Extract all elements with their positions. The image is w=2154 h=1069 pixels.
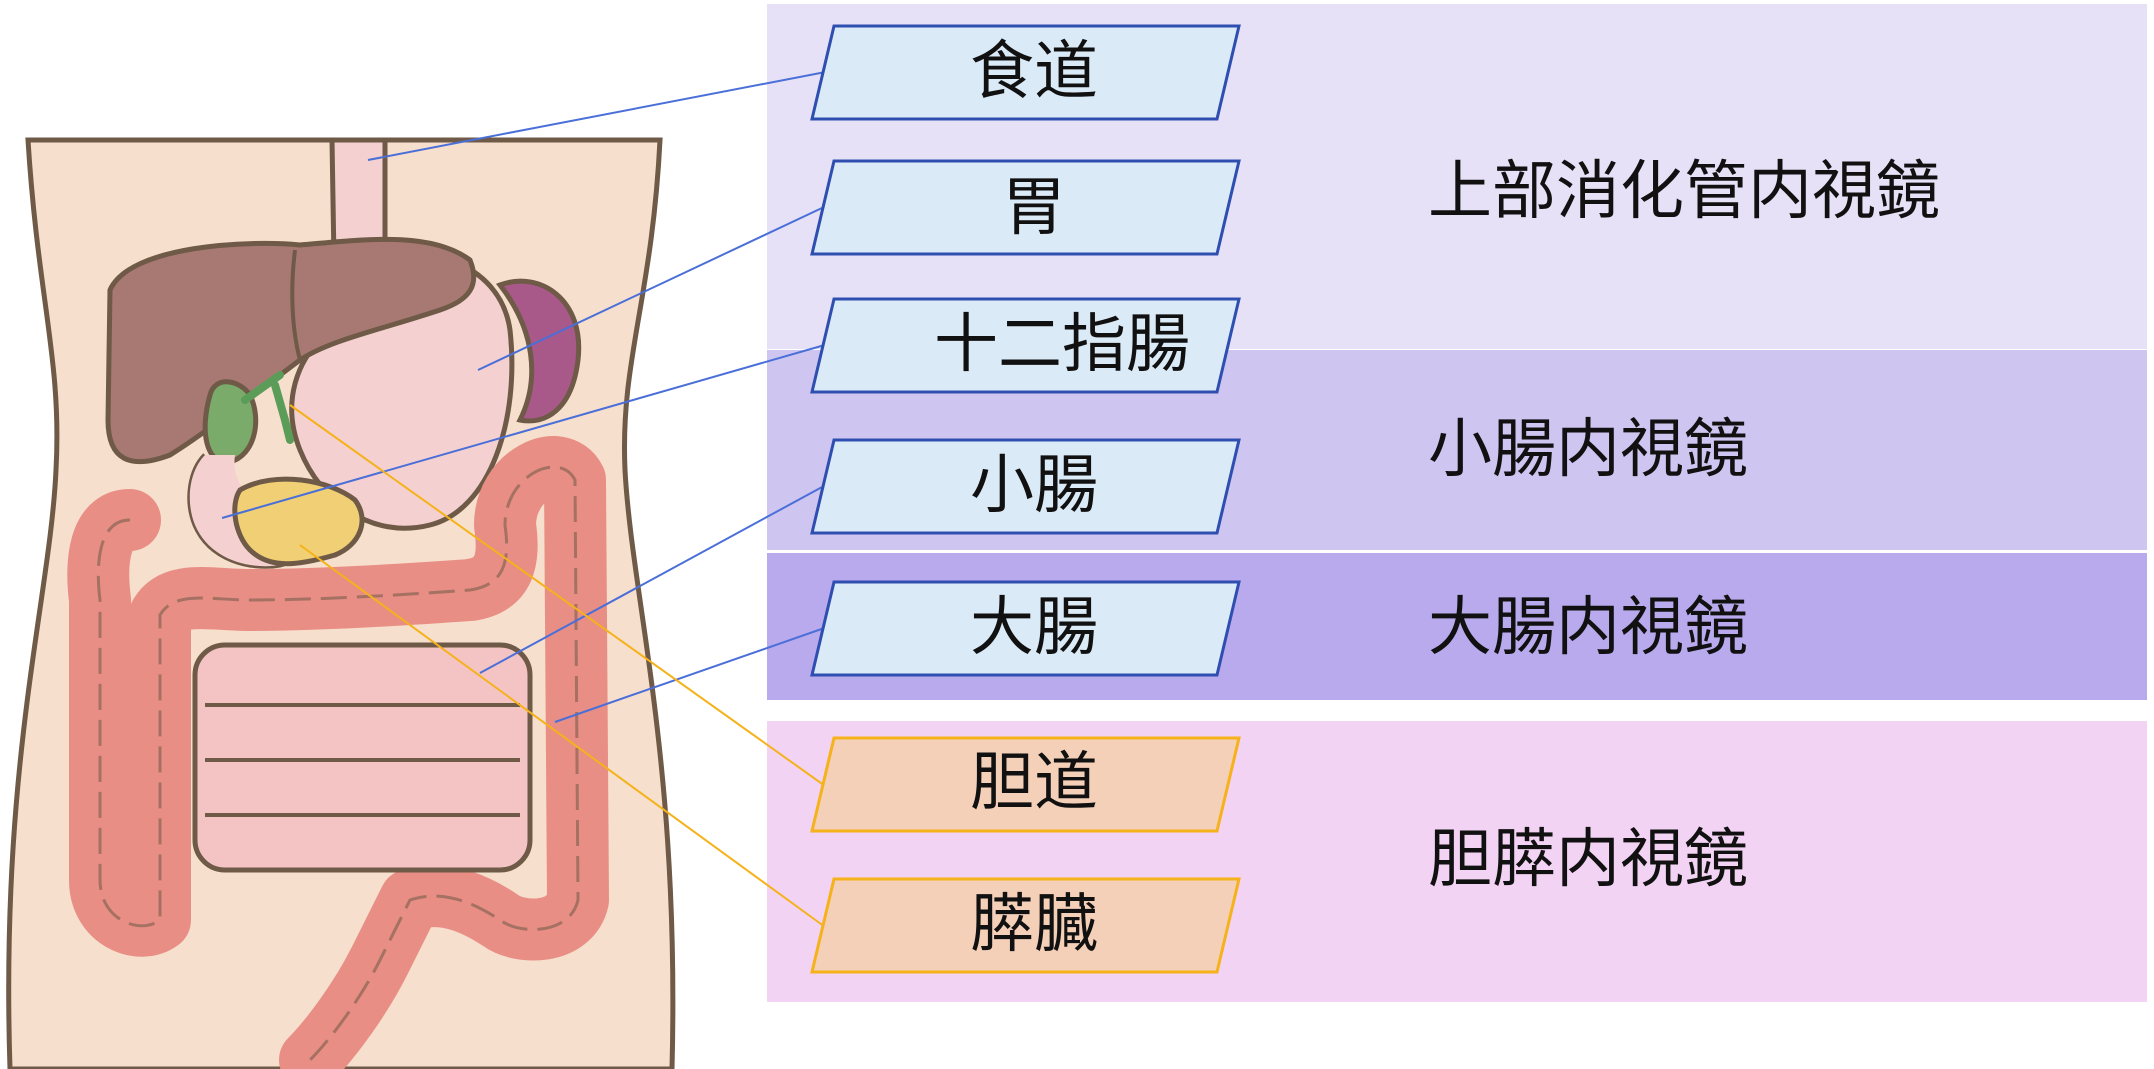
small-intestine-endoscopy-label: 小腸内視鏡: [1428, 413, 1748, 487]
large-intestine-label: 大腸: [970, 591, 1098, 665]
large-intestine-box: [810, 580, 1241, 677]
bile-duct-box: [810, 736, 1241, 833]
duodenum-label: 十二指腸: [934, 308, 1190, 382]
upper-gi-endoscopy-label: 上部消化管内視鏡: [1428, 155, 1940, 229]
liver-shape: [105, 236, 477, 465]
liver-division: [290, 249, 302, 361]
leader-lines: [221, 71, 824, 927]
label-boxes: [810, 24, 1241, 974]
large-intestine-leader-line: [554, 627, 824, 723]
pancreas-label: 膵臓: [970, 888, 1098, 962]
bile-duct-label: 胆道: [970, 746, 1098, 820]
esophagus-leader-line: [367, 71, 824, 161]
pancreas-leader-line: [299, 544, 824, 927]
colonoscopy-label: 大腸内視鏡: [1428, 591, 1748, 665]
stomach-label: 胃: [1002, 171, 1066, 245]
esophagus-label: 食道: [970, 35, 1098, 109]
small-intestine-label: 小腸: [970, 449, 1098, 523]
duodenum-leader-line: [221, 344, 824, 519]
small-intestine-leader-line: [479, 485, 824, 674]
pancreas-box: [810, 877, 1241, 974]
bile-duct-leader-line: [289, 404, 824, 786]
small-intestine-shape: [192, 642, 533, 873]
bile-duct-shape: [241, 371, 294, 444]
biliary-pancreatic-endoscopy-label: 胆膵内視鏡: [1428, 823, 1748, 897]
spleen-shape: [495, 278, 582, 424]
duodenum-box: [810, 297, 1241, 394]
stomach-leader-line: [477, 206, 824, 371]
stomach-box: [810, 159, 1241, 256]
small-intestine-box: [810, 438, 1241, 535]
esophagus-box: [810, 24, 1241, 121]
pancreas-shape: [232, 476, 365, 567]
